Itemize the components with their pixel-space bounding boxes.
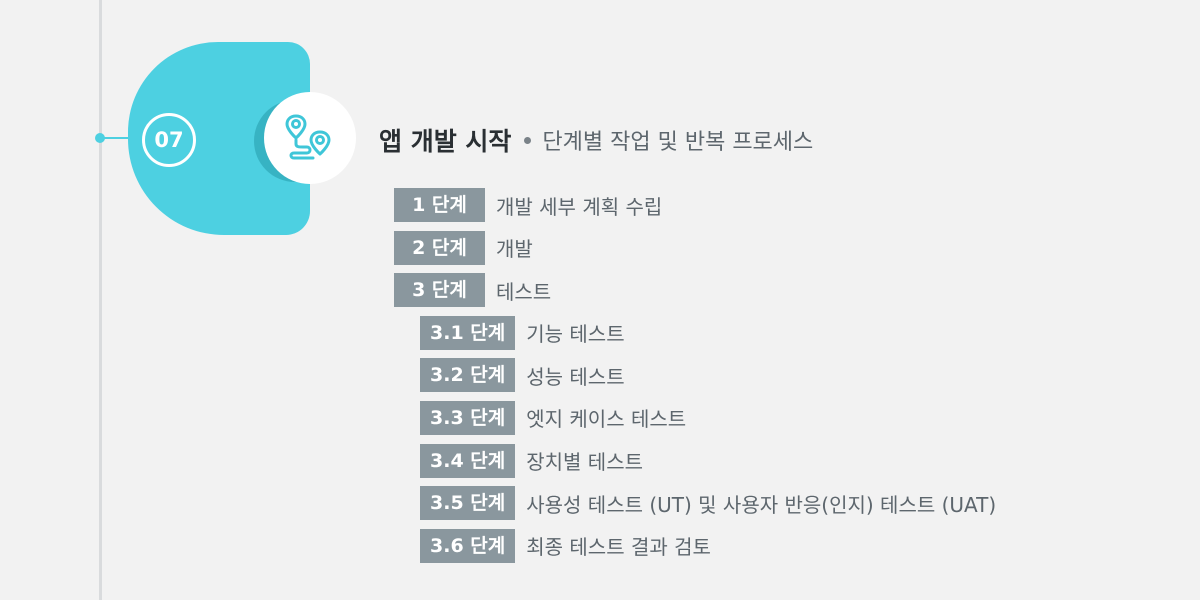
step-item: 2 단계 개발 (394, 230, 996, 265)
map-route-icon (285, 114, 331, 160)
step-label: 테스트 (496, 279, 552, 304)
substep-badge: 3.6 단계 (420, 528, 516, 563)
icon-circle (264, 92, 356, 184)
substep-item: 3.2 단계 성능 테스트 (420, 358, 996, 393)
substep-item: 3.6 단계 최종 테스트 결과 검토 (420, 528, 996, 563)
step-badge: 3 단계 (394, 273, 485, 308)
substep-badge: 3.5 단계 (420, 486, 516, 521)
step-label: 개발 (496, 237, 533, 262)
step-item: 3 단계 테스트 (394, 273, 996, 308)
substep-label: 엣지 케이스 테스트 (526, 407, 687, 432)
timeline-connector (101, 137, 145, 139)
step-list: 1 단계 개발 세부 계획 수립 2 단계 개발 3 단계 테스트 3.1 단계… (394, 188, 996, 571)
substep-item: 3.4 단계 장치별 테스트 (420, 443, 996, 478)
timeline-dot (95, 133, 105, 143)
substep-item: 3.5 단계 사용성 테스트 (UT) 및 사용자 반응(인지) 테스트 (UA… (420, 486, 997, 521)
step-item: 1 단계 개발 세부 계획 수립 (394, 188, 996, 222)
timeline-line (99, 0, 102, 600)
substep-label: 사용성 테스트 (UT) 및 사용자 반응(인지) 테스트 (UAT) (526, 492, 997, 517)
substep-item: 3.3 단계 엣지 케이스 테스트 (420, 400, 996, 435)
page-title: 앱 개발 시작 (379, 127, 512, 156)
substep-label: 장치별 테스트 (526, 450, 643, 475)
step-badge: 2 단계 (394, 230, 485, 265)
substep-label: 최종 테스트 결과 검토 (526, 535, 711, 560)
substep-badge: 3.1 단계 (420, 315, 516, 350)
bullet-separator (524, 136, 532, 144)
section-number: 07 (142, 113, 196, 167)
substep-badge: 3.3 단계 (420, 400, 516, 435)
page-subtitle: 단계별 작업 및 반복 프로세스 (542, 130, 814, 155)
substep-badge: 3.2 단계 (420, 358, 516, 393)
step-badge: 1 단계 (394, 188, 485, 222)
section-heading: 앱 개발 시작 단계별 작업 및 반복 프로세스 (379, 122, 813, 158)
substep-label: 성능 테스트 (526, 364, 625, 389)
step-label: 개발 세부 계획 수립 (496, 194, 663, 219)
substep-label: 기능 테스트 (526, 322, 625, 347)
substep-item: 3.1 단계 기능 테스트 (420, 315, 996, 350)
substep-badge: 3.4 단계 (420, 443, 516, 478)
